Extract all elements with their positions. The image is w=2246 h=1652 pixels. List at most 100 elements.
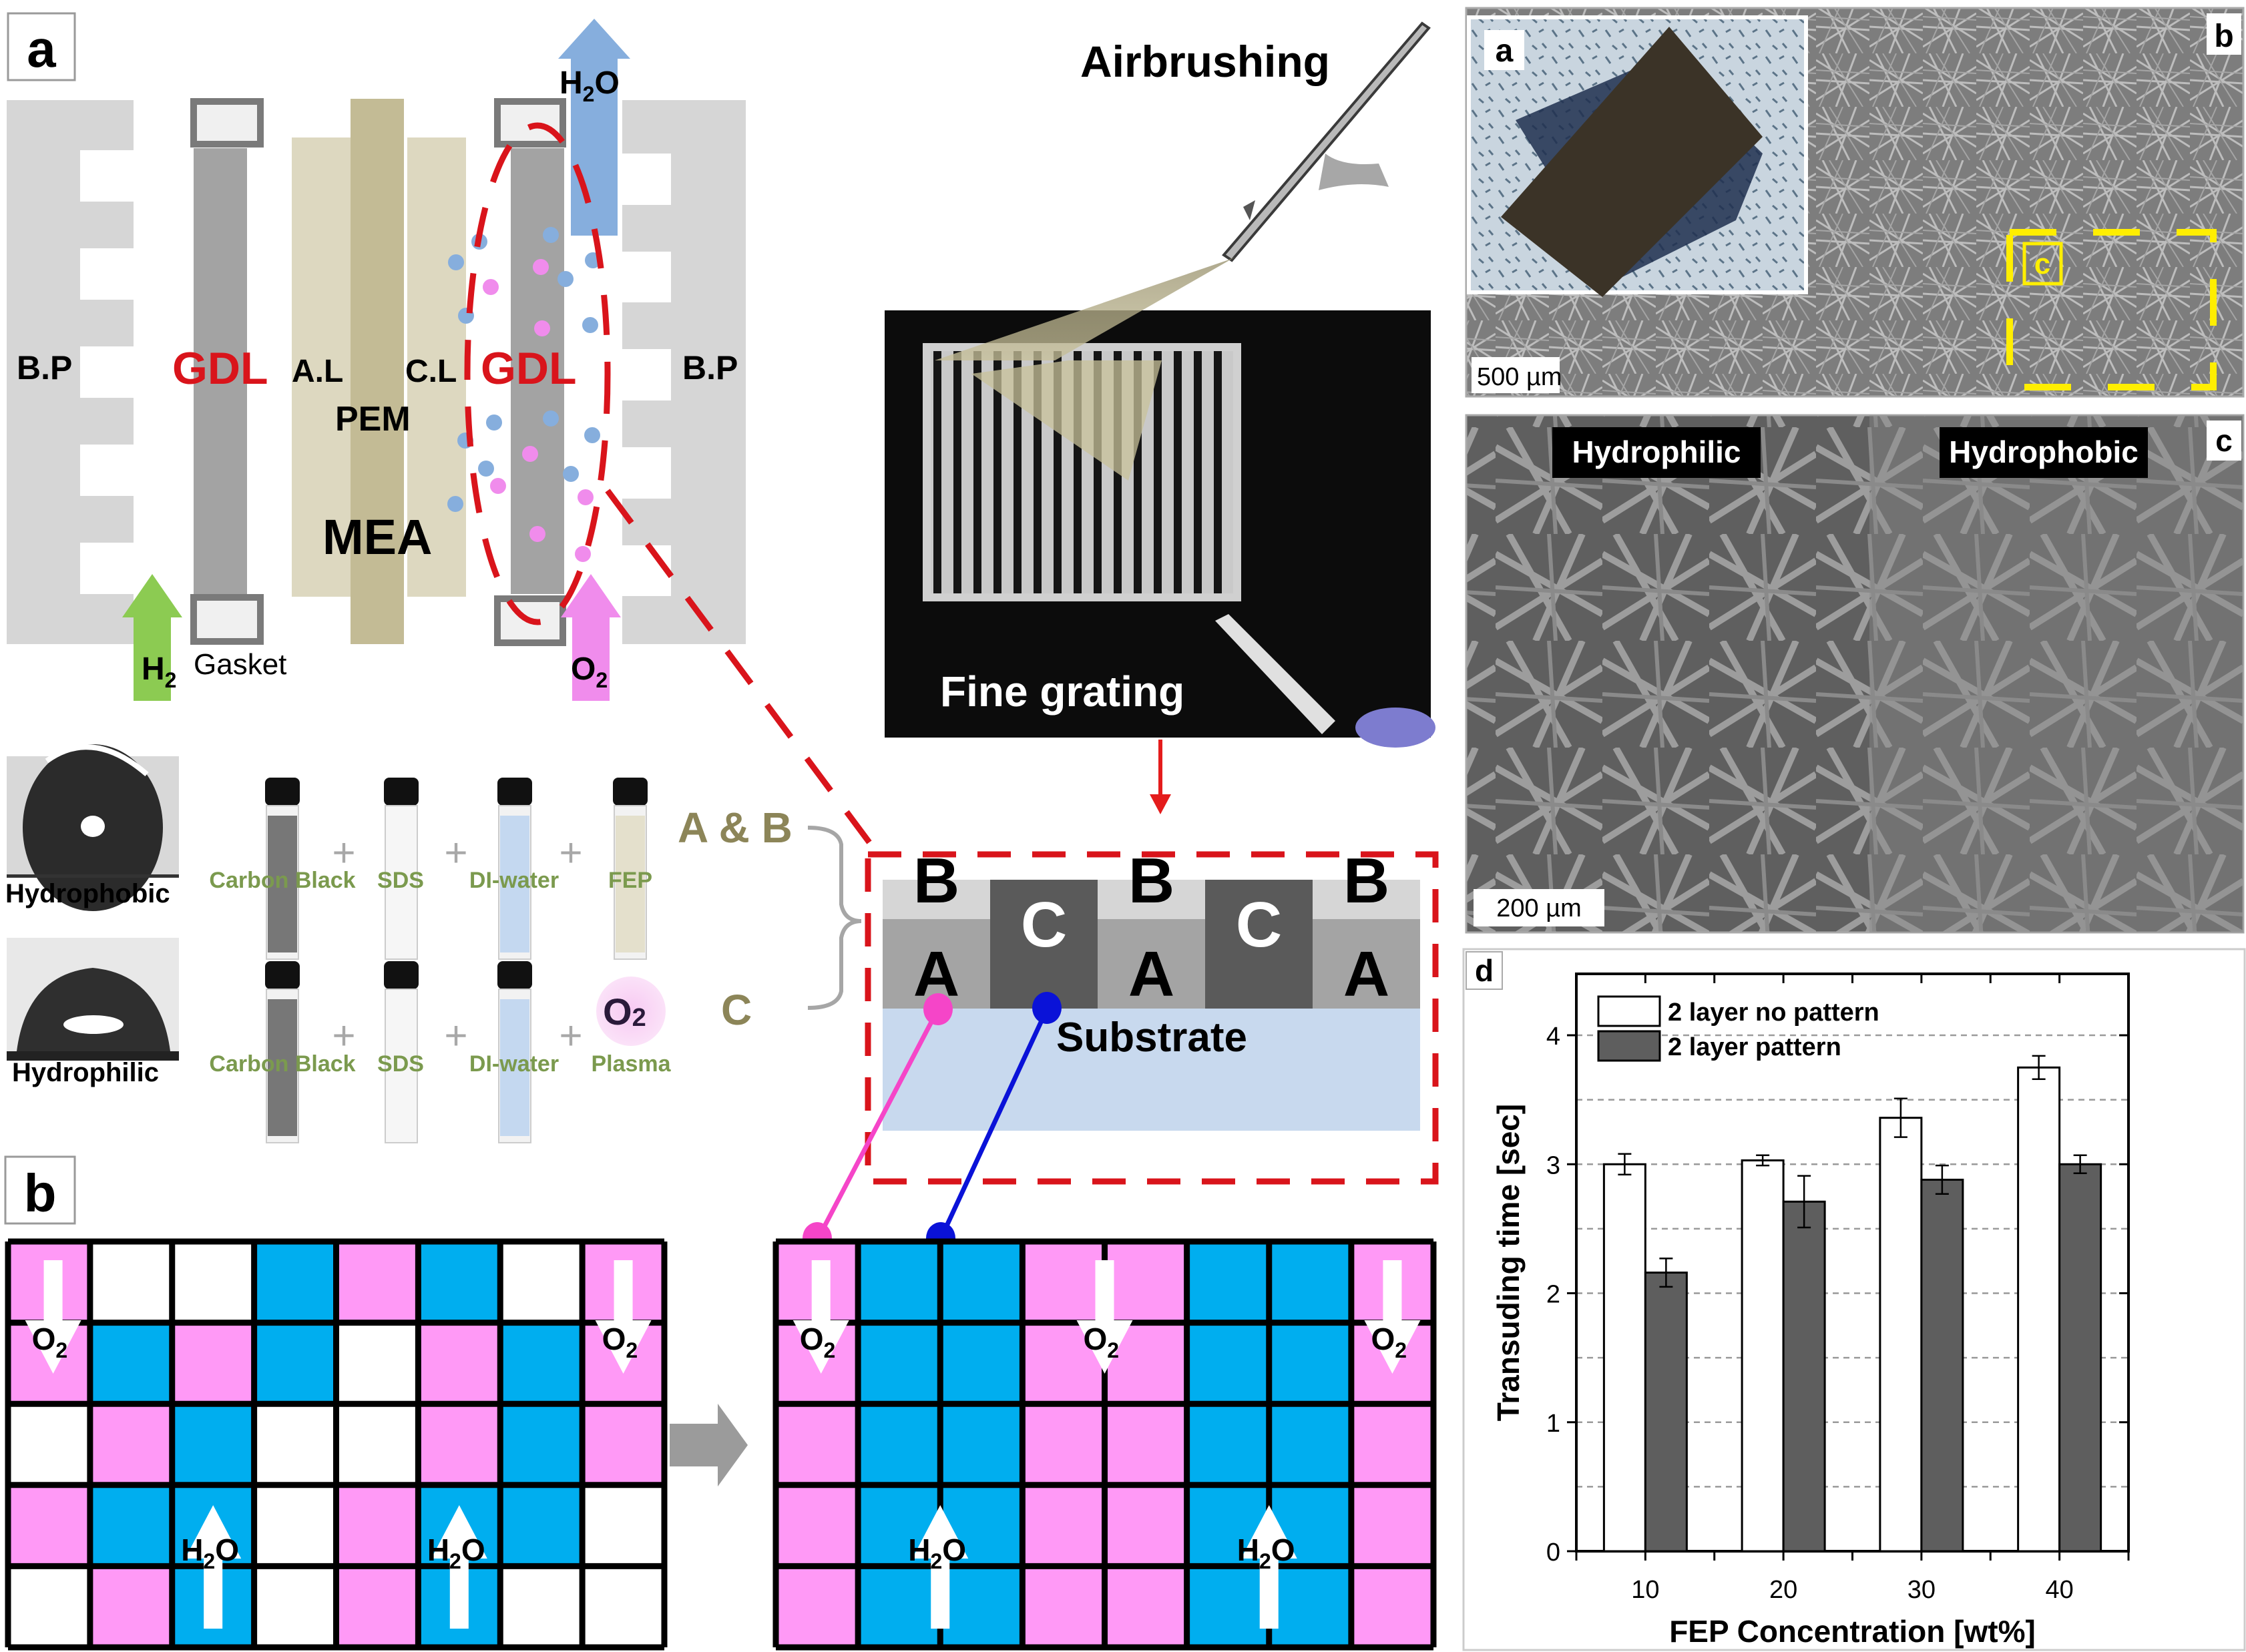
oxygen-particles bbox=[483, 259, 594, 562]
grid-cell bbox=[8, 1404, 90, 1485]
mea-label: MEA bbox=[322, 509, 432, 565]
bar-no-pattern bbox=[1879, 1117, 1923, 1553]
y-tick-label: 3 bbox=[1546, 1151, 1560, 1179]
grid-cell bbox=[1186, 1322, 1269, 1404]
hydrophobic-tag bbox=[1940, 427, 2148, 478]
fine-grating-label: Fine grating bbox=[940, 667, 1184, 716]
gasket-bottom-left bbox=[190, 594, 264, 645]
region-c-marker bbox=[2022, 242, 2063, 286]
grid-cell bbox=[858, 1566, 941, 1647]
ink-recipes: Hydrophobic Hydrophilic + + + bbox=[5, 744, 862, 1143]
ingredient-label: SDS bbox=[377, 1051, 424, 1077]
panel-a-label-box bbox=[7, 12, 76, 81]
gdl-right-label: GDL bbox=[481, 343, 577, 394]
gasket-top-right bbox=[494, 98, 566, 148]
h2o-outlet-arrow-icon bbox=[558, 19, 630, 236]
grid-cell bbox=[1351, 1404, 1433, 1485]
grid-cell bbox=[500, 1484, 583, 1567]
grid-cell bbox=[1351, 1566, 1433, 1647]
grid-after bbox=[772, 1238, 1437, 1651]
grid-cell bbox=[582, 1404, 664, 1485]
grid-cell bbox=[1104, 1566, 1187, 1647]
grid-cell bbox=[418, 1242, 501, 1323]
scale-bar-200: 200 µm bbox=[1496, 894, 1582, 922]
grid-cell bbox=[1186, 1404, 1269, 1485]
legend-swatch bbox=[1597, 1030, 1661, 1062]
connector-dot-blue bbox=[1032, 992, 1062, 1024]
hydrophilic-sem-label: Hydrophilic bbox=[1572, 435, 1741, 469]
zoom-lead-line bbox=[605, 489, 872, 844]
ingredient-label: Carbon Black bbox=[209, 868, 355, 893]
h2o-flow-arrow-icon bbox=[1241, 1505, 1297, 1629]
grid-before bbox=[5, 1238, 668, 1651]
grid-cell bbox=[336, 1566, 419, 1647]
al-label: A.L bbox=[292, 354, 343, 389]
grid-cell bbox=[858, 1242, 941, 1323]
scale-bar-500: 500 µm bbox=[1477, 363, 1562, 391]
o2-flow-label: O2 bbox=[32, 1322, 68, 1362]
vial-fep bbox=[613, 778, 648, 960]
zoom-region-box bbox=[2006, 229, 2217, 390]
sem-b-label: b bbox=[2214, 19, 2233, 54]
grid-cell bbox=[172, 1322, 254, 1404]
h2o-flow-label: H2O bbox=[908, 1533, 966, 1573]
h2o-flow-arrow-icon bbox=[185, 1505, 242, 1629]
y-tick-label: 0 bbox=[1546, 1539, 1560, 1567]
layer-letter: A bbox=[1343, 938, 1389, 1010]
airbrushing-section: Airbrushing Fine grating bbox=[885, 21, 1435, 814]
legend-label: 2 layer pattern bbox=[1668, 1033, 1841, 1061]
y-axis-title: Transuding time [sec] bbox=[1491, 1104, 1526, 1421]
o2-flow-arrow-icon bbox=[1364, 1260, 1421, 1374]
gdl-left-label: GDL bbox=[172, 343, 268, 394]
sem-image-c bbox=[1465, 414, 2245, 934]
patterned-gdl-sample bbox=[1501, 27, 1763, 297]
grid-cell bbox=[254, 1566, 336, 1647]
panel-a: a B.P GDL A.L C.L PEM MEA H2O B.P bbox=[7, 12, 872, 844]
hydrophobic-droplet-image bbox=[7, 744, 179, 911]
grid-cell bbox=[858, 1322, 941, 1404]
hydrophilic-droplet-image bbox=[7, 938, 179, 1061]
inset-label-box bbox=[1484, 30, 1524, 70]
plus-sign: + bbox=[444, 830, 467, 875]
sem-b-label-box bbox=[2207, 13, 2241, 55]
gasket-top-left bbox=[190, 98, 264, 148]
layer-c-column bbox=[1205, 880, 1313, 1009]
panel-a-label: a bbox=[27, 19, 56, 78]
o2-plasma-icon bbox=[596, 977, 666, 1046]
gasket-label: Gasket bbox=[194, 648, 286, 681]
ingredient-label: Plasma bbox=[591, 1051, 671, 1077]
grid-cell bbox=[418, 1404, 501, 1485]
grid-cell bbox=[582, 1484, 664, 1567]
plasma-o2-label: O2 bbox=[603, 991, 646, 1033]
o2-flow-label: O2 bbox=[1084, 1322, 1120, 1362]
grid-cell bbox=[1104, 1242, 1187, 1323]
legend-label: 2 layer no pattern bbox=[1668, 999, 1879, 1027]
plus-sign: + bbox=[332, 1013, 355, 1058]
vial-sds-1 bbox=[384, 778, 419, 960]
grid-cell bbox=[89, 1566, 172, 1647]
grid-cell bbox=[1269, 1242, 1351, 1323]
scale-bar-box bbox=[1472, 357, 1560, 393]
sem-c-label-box bbox=[2207, 421, 2241, 461]
grid-cell bbox=[940, 1322, 1023, 1404]
grid-cell bbox=[500, 1322, 583, 1404]
grid-cell bbox=[1104, 1484, 1187, 1567]
inset-label: a bbox=[1496, 33, 1514, 69]
grid-cell bbox=[89, 1404, 172, 1485]
sem-c-label: c bbox=[2215, 423, 2233, 458]
bar-no-pattern bbox=[1741, 1159, 1785, 1553]
transform-arrow-icon bbox=[670, 1404, 748, 1486]
o2-flow-arrow-icon bbox=[595, 1260, 652, 1374]
o2-flow-arrow-icon bbox=[793, 1260, 849, 1374]
o2-flow-label: O2 bbox=[602, 1322, 638, 1362]
hydrophobic-sem-label: Hydrophobic bbox=[1949, 435, 2139, 469]
connector-hydrophobic bbox=[815, 1008, 941, 1240]
vial-sds-2 bbox=[384, 961, 419, 1143]
grid-cell bbox=[500, 1404, 583, 1485]
h2o-flow-label: H2O bbox=[427, 1533, 485, 1573]
grid-cell bbox=[1022, 1404, 1105, 1485]
panel-d-label: d bbox=[1475, 953, 1494, 988]
airbrush-icon bbox=[1222, 21, 1431, 262]
grid-cell bbox=[1022, 1484, 1105, 1567]
